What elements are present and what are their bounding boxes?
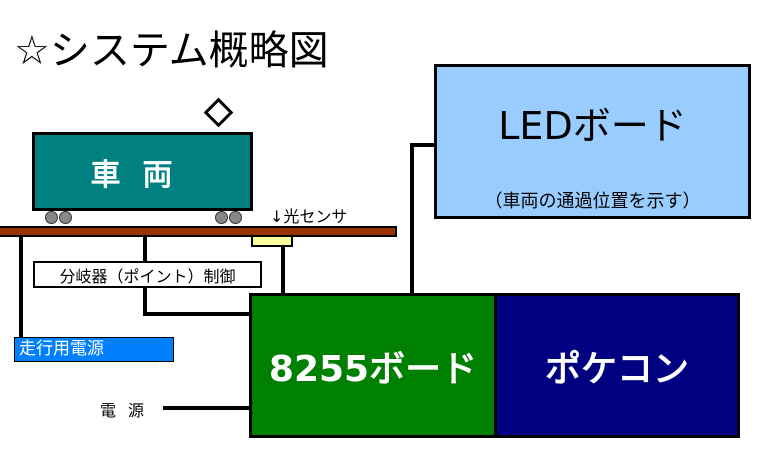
wheel-icon (229, 211, 242, 224)
wire-point-lower (143, 287, 147, 316)
board-8255-label: 8255ボード (268, 348, 478, 390)
point-control-label: 分岐器（ポイント）制御 (33, 261, 262, 288)
diagram-title: ☆システム概略図 (14, 28, 329, 74)
pokecon-box: ポケコン (494, 293, 740, 438)
traction-power-label: 走行用電源 (14, 337, 174, 362)
led-board: LEDボード （車両の通過位置を示す） (434, 64, 751, 219)
wire-point-upper (143, 235, 147, 262)
rail-track (0, 226, 397, 237)
wire-sensor (281, 246, 285, 294)
pantograph-icon (203, 97, 234, 128)
sensor-label: ↓光センサ (270, 207, 348, 226)
wire-traction-power (19, 235, 23, 338)
wire-power (163, 406, 250, 410)
wire-point-horizontal (143, 312, 251, 316)
wheel-icon (215, 211, 228, 224)
wheel-icon (59, 211, 72, 224)
pokecon-label: ポケコン (544, 348, 689, 390)
wire-led-horizontal (410, 143, 436, 147)
train-label: 車両 (90, 157, 195, 193)
optical-sensor (251, 235, 293, 247)
wheel-icon (45, 211, 58, 224)
led-board-sublabel: （車両の通過位置を示す） (484, 191, 701, 212)
train-car: 車両 (32, 132, 253, 211)
led-board-label: LEDボード (498, 104, 687, 148)
power-label: 電源 (100, 401, 157, 420)
wire-led-vertical (410, 143, 414, 294)
board-8255: 8255ボード (249, 293, 497, 438)
